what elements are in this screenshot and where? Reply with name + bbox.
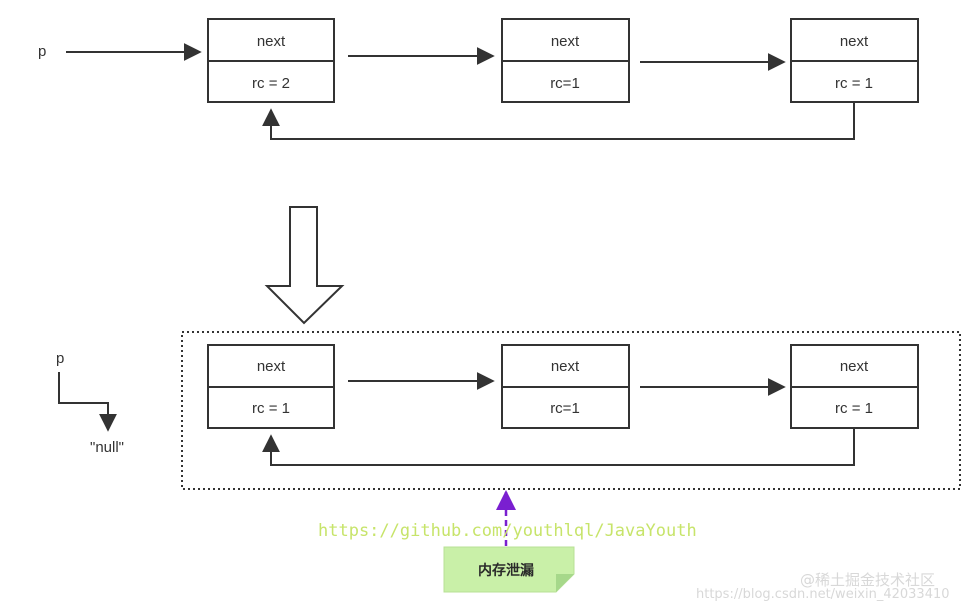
leak-note-text: 内存泄漏 (478, 562, 534, 579)
bottom-node-1: next rc = 1 (207, 344, 335, 429)
node-next-label: next (551, 358, 580, 375)
node-next-label: next (257, 33, 286, 50)
top-node-1: next rc = 2 (207, 18, 335, 103)
null-label: "null" (90, 439, 124, 456)
leaked-region-box (181, 331, 961, 490)
juejin-watermark: @稀土掘金技术社区 (800, 571, 935, 589)
node-next-label: next (257, 358, 286, 375)
bottom-diagram: p "null" next rc = 1 next rc=1 next rc =… (56, 331, 961, 490)
pointer-p-label: p (56, 350, 64, 367)
node-rc-label: rc=1 (550, 400, 580, 417)
node-next-label: next (840, 33, 869, 50)
node-rc-label: rc = 1 (252, 400, 290, 417)
top-node-2: next rc=1 (501, 18, 630, 103)
csdn-watermark: https://blog.csdn.net/weixin_42033410 (696, 587, 950, 602)
leak-note: 内存泄漏 (443, 546, 575, 593)
transition-down-arrow-icon (264, 206, 345, 325)
node-next-label: next (840, 358, 869, 375)
node-rc-label: rc=1 (550, 75, 580, 92)
cycle-back-arrow (262, 102, 855, 140)
pointer-null-arrow (58, 372, 117, 432)
node-next-label: next (551, 33, 580, 50)
bottom-node-2: next rc=1 (501, 344, 630, 429)
node-rc-label: rc = 2 (252, 75, 290, 92)
node-rc-label: rc = 1 (835, 400, 873, 417)
bottom-node-3: next rc = 1 (790, 344, 919, 429)
node-rc-label: rc = 1 (835, 75, 873, 92)
top-node-3: next rc = 1 (790, 18, 919, 103)
cycle-back-arrow (262, 428, 855, 466)
pointer-p-label: p (38, 43, 46, 60)
github-url-text: https://github.com/youthlql/JavaYouth (318, 521, 697, 541)
top-diagram: p next rc = 2 next rc=1 next rc = 1 (38, 18, 919, 140)
